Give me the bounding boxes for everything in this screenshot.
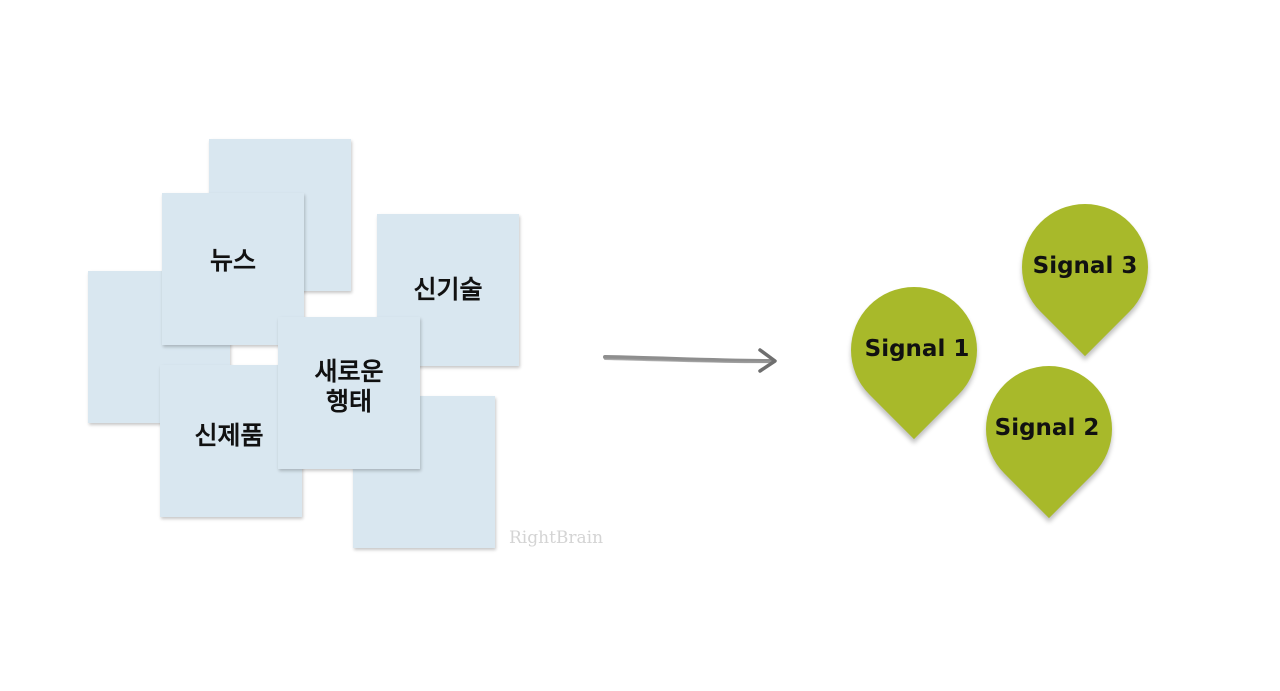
signal-2-label: Signal 2 bbox=[994, 415, 1100, 441]
new-product-label: 신제품 bbox=[194, 421, 264, 450]
watermark: RightBrain bbox=[509, 528, 604, 548]
news-label: 뉴스 bbox=[209, 246, 256, 275]
right-arrow-icon bbox=[603, 348, 777, 373]
sticky-note-new-behavior: 새로운 행태 bbox=[278, 317, 420, 469]
signal-3-label: Signal 3 bbox=[1032, 253, 1138, 279]
new-tech-label: 신기술 bbox=[413, 275, 483, 304]
new-behavior-label: 새로운 행태 bbox=[314, 357, 384, 416]
signal-1-label: Signal 1 bbox=[864, 336, 970, 362]
